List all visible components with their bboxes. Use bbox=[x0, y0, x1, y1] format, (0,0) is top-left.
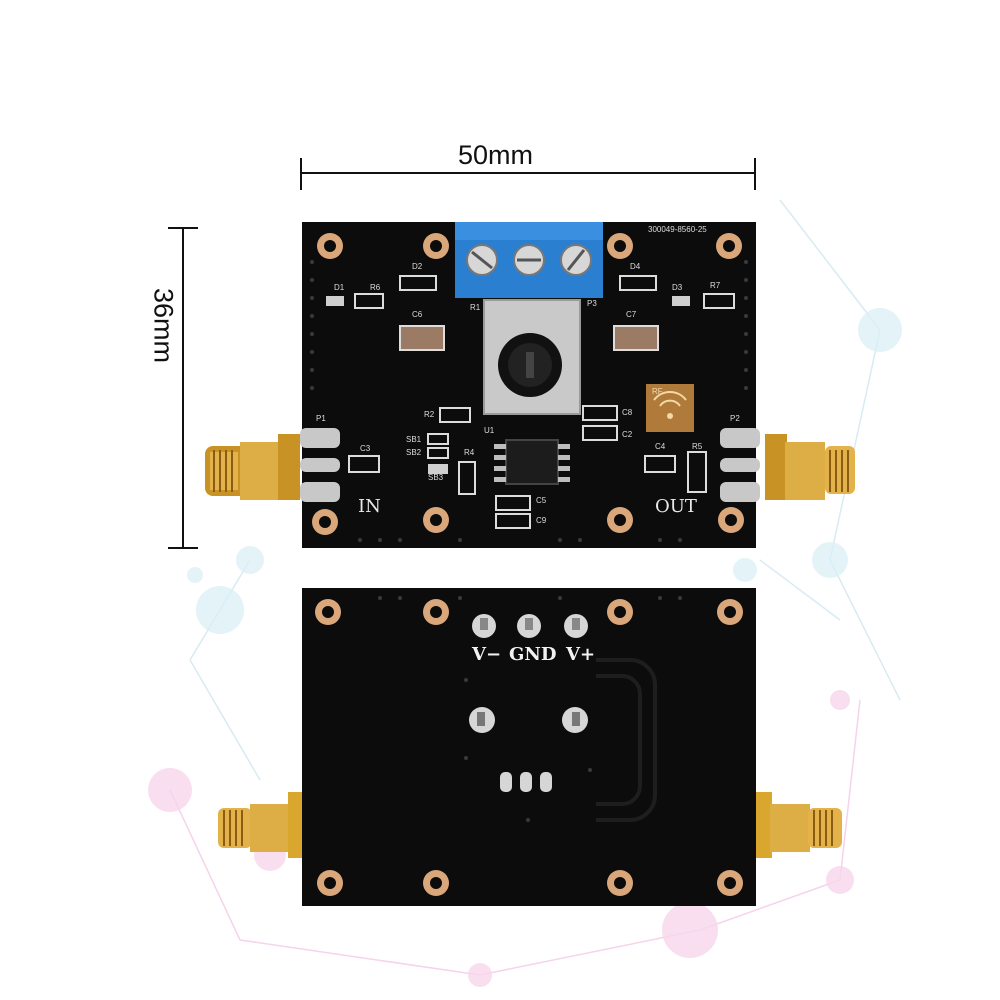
label-v-plus: V+ bbox=[566, 644, 596, 665]
label-p3: P3 bbox=[587, 299, 597, 308]
capacitor-c7 bbox=[613, 325, 659, 351]
label-sb3: SB3 bbox=[428, 473, 444, 482]
label-out: OUT bbox=[655, 496, 697, 517]
label-d1: D1 bbox=[334, 283, 345, 292]
label-sb1: SB1 bbox=[406, 435, 422, 444]
label-c9: C9 bbox=[536, 516, 547, 525]
mounting-holes-front bbox=[312, 233, 744, 535]
label-d4: D4 bbox=[630, 262, 641, 271]
label-p2: P2 bbox=[730, 414, 740, 423]
screw-terminal-block bbox=[455, 222, 603, 298]
label-gnd: GND bbox=[509, 644, 557, 665]
mounting-holes-back bbox=[315, 599, 743, 896]
label-sb2: SB2 bbox=[406, 448, 422, 457]
label-d2: D2 bbox=[412, 262, 423, 271]
label-d3: D3 bbox=[672, 283, 683, 292]
power-pads bbox=[472, 614, 588, 638]
rf-logo bbox=[646, 384, 694, 432]
label-c2: C2 bbox=[622, 430, 633, 439]
label-c6: C6 bbox=[412, 310, 423, 319]
label-c5: C5 bbox=[536, 496, 547, 505]
board-serial: 300049-8560-25 bbox=[648, 225, 707, 234]
label-r2: R2 bbox=[424, 410, 435, 419]
label-r6: R6 bbox=[370, 283, 381, 292]
label-c3: C3 bbox=[360, 444, 371, 453]
label-c8: C8 bbox=[622, 408, 633, 417]
label-u1: U1 bbox=[484, 426, 495, 435]
label-r5: R5 bbox=[692, 442, 703, 451]
potentiometer bbox=[483, 299, 581, 415]
label-r7: R7 bbox=[710, 281, 721, 290]
label-p1: P1 bbox=[316, 414, 326, 423]
width-dimension-label: 50mm bbox=[458, 140, 534, 170]
label-c7: C7 bbox=[626, 310, 637, 319]
label-rf: RF bbox=[652, 387, 663, 396]
label-r4: R4 bbox=[464, 448, 475, 457]
ic-u1 bbox=[494, 439, 570, 485]
sma-connector-in bbox=[205, 434, 300, 500]
label-v-minus: V− bbox=[472, 644, 502, 665]
label-in: IN bbox=[358, 496, 381, 517]
label-c4: C4 bbox=[655, 442, 666, 451]
sma-connector-out bbox=[765, 434, 855, 500]
label-r1: R1 bbox=[470, 303, 481, 312]
capacitor-c6 bbox=[399, 325, 445, 351]
